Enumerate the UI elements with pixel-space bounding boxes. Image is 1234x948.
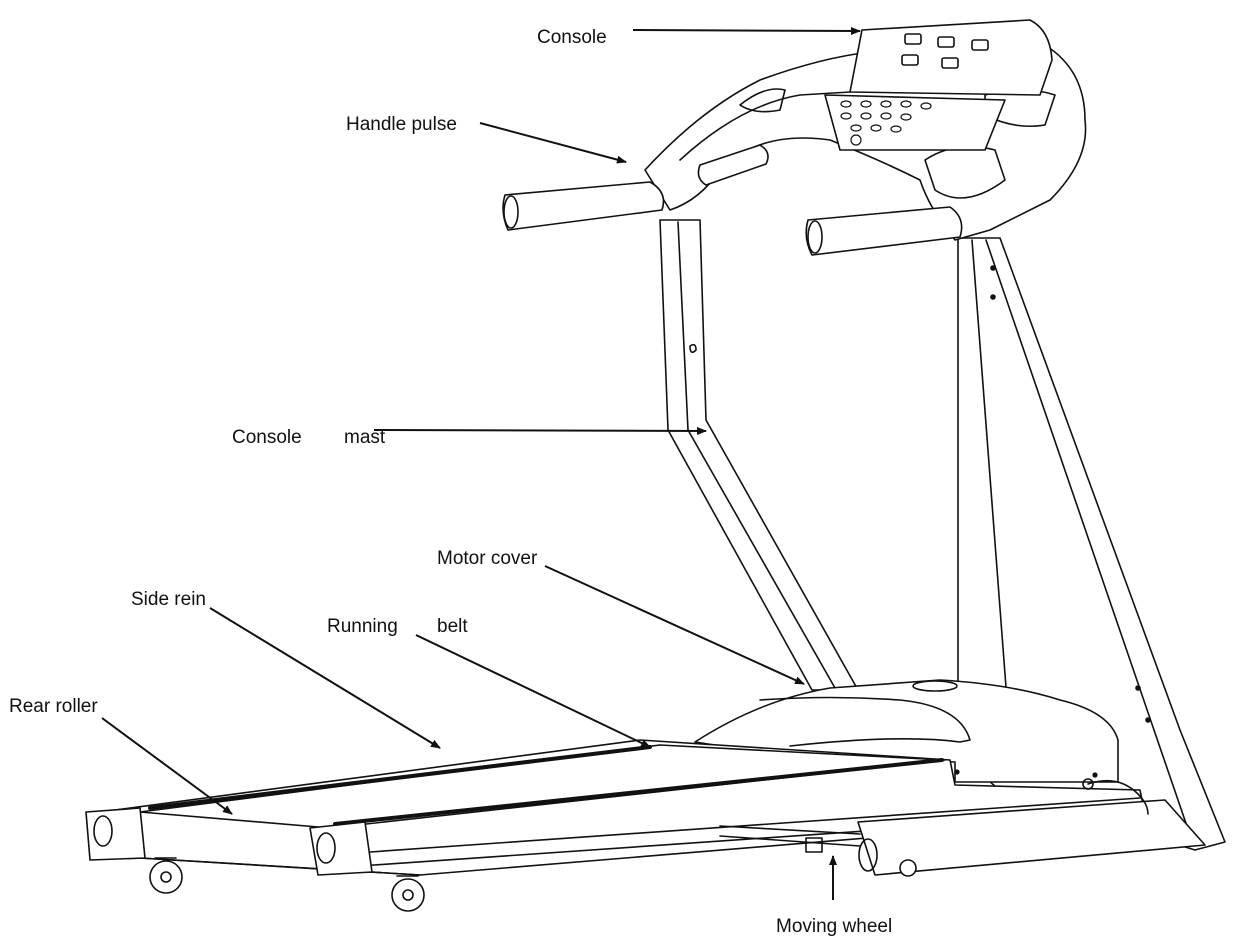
label-handle-pulse: Handle pulse <box>346 114 457 135</box>
front-upright <box>659 219 859 691</box>
callout-arrows <box>101 26 861 900</box>
handle-pulse-arrow <box>479 122 627 164</box>
handlebar-frame <box>502 19 1087 256</box>
rear-roller-arrow <box>101 717 233 815</box>
label-moving-wheel: Moving wheel <box>776 916 893 937</box>
label-running-belt-part-2: belt <box>437 616 468 637</box>
label-console-mast-part-2: mast <box>344 427 386 448</box>
running-belt-arrow <box>415 634 651 748</box>
console-mast-arrow <box>373 426 707 435</box>
label-running-belt-part-1: Running <box>327 616 398 637</box>
label-side-rein: Side rein <box>131 589 206 610</box>
moving-wheels <box>149 857 917 912</box>
label-rear-roller: Rear roller <box>9 696 98 717</box>
label-console: Console <box>537 27 607 48</box>
label-motor-cover: Motor cover <box>437 548 538 569</box>
motor-cover-arrow <box>544 565 805 685</box>
side-rein-arrow <box>209 607 441 749</box>
console-arrow <box>632 26 861 35</box>
deck-frame <box>85 679 1206 876</box>
label-console-mast-part-1: Console <box>232 427 302 448</box>
